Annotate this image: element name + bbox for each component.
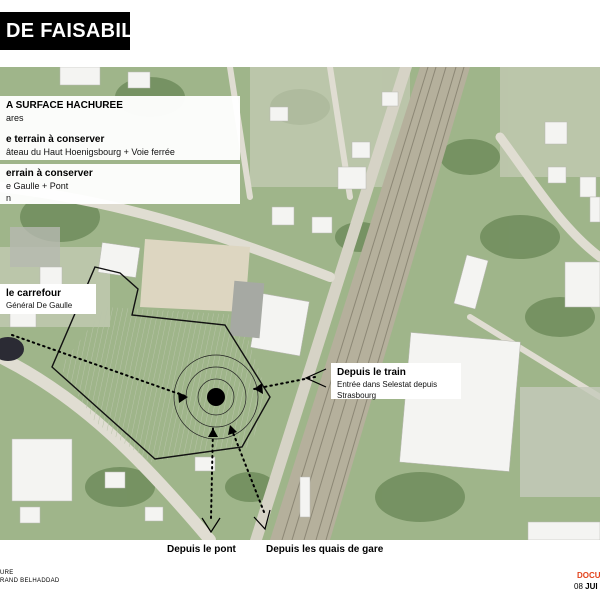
panel-keep-2-sub-2: n xyxy=(6,193,12,203)
panel-hatched-sub: ares xyxy=(6,113,24,123)
panel-keep-2: errain à conserver e Gaulle + Pont n xyxy=(0,164,240,204)
arrow-carrefour xyxy=(178,392,188,403)
panel-keep-1-sub: âteau du Haut Hoenigsbourg + Voie ferrée xyxy=(6,147,175,157)
label-train-heading: Depuis le train xyxy=(337,367,406,378)
panel-keep-1-heading: e terrain à conserver xyxy=(6,134,105,145)
sightline-carrefour xyxy=(11,334,189,398)
arrow-quais xyxy=(228,425,237,435)
focus-ring-outer xyxy=(173,354,259,440)
label-carrefour-heading: le carrefour xyxy=(6,288,62,299)
sightline-pont xyxy=(210,427,214,519)
panel-hatched-area: A SURFACE HACHUREE ares xyxy=(0,96,240,130)
label-quais: Depuis les quais de gare xyxy=(266,544,384,555)
arrow-train xyxy=(254,383,263,394)
footer-date-prefix: 08 xyxy=(574,582,586,591)
eye-quais xyxy=(253,509,271,531)
sightline-train xyxy=(253,376,316,390)
footer-line-1: URE xyxy=(0,570,14,576)
eye-train xyxy=(304,368,327,388)
label-carrefour: le carrefour Général De Gaulle xyxy=(0,284,96,314)
page-title: DE FAISABILITE xyxy=(0,12,130,50)
label-pont: Depuis le pont xyxy=(167,544,236,555)
label-train: Depuis le train Entrée dans Selestat dep… xyxy=(331,363,461,400)
label-train-sub-2: Strasbourg xyxy=(337,391,377,400)
panel-hatched-heading: A SURFACE HACHUREE xyxy=(6,100,123,111)
focus-ring-inner xyxy=(197,378,235,416)
label-carrefour-sub: Général De Gaulle xyxy=(6,301,73,310)
panel-keep-2-sub-1: e Gaulle + Pont xyxy=(6,181,69,191)
footer-date: 08 JUI xyxy=(574,582,598,591)
aerial-map[interactable] xyxy=(0,67,600,540)
footer-line-2: RAND BELHADDAD xyxy=(0,578,60,584)
sightline-quais xyxy=(229,424,265,513)
footer-date-bold: JUI xyxy=(585,582,598,591)
footer-doc: DOCU xyxy=(577,571,600,580)
arrow-pont xyxy=(208,428,218,437)
focus-point xyxy=(207,388,225,406)
label-train-sub-1: Entrée dans Selestat depuis xyxy=(337,380,438,389)
eye-pont xyxy=(201,517,221,534)
panel-keep-2-heading: errain à conserver xyxy=(6,168,93,179)
panel-keep-1: e terrain à conserver âteau du Haut Hoen… xyxy=(0,130,240,160)
